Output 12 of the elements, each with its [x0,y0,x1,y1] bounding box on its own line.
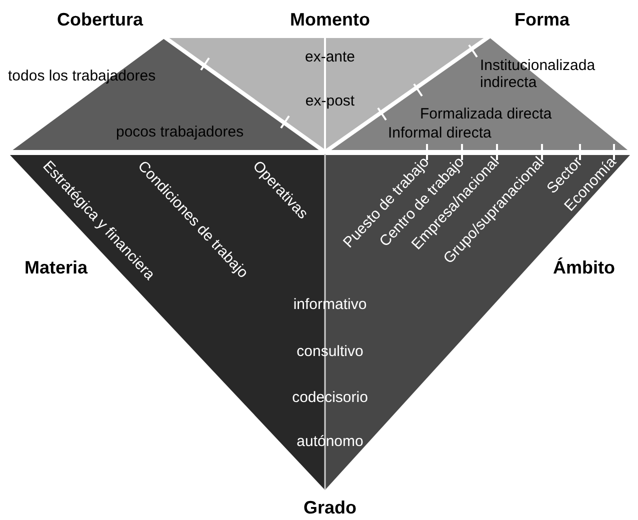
section-heading: Grado [304,496,356,520]
section-heading: Cobertura [57,8,143,32]
section-heading: Forma [514,8,570,32]
section-heading: Ámbito [553,256,615,280]
axis-label: ex-ante [304,48,356,66]
section-heading: Materia [24,256,88,280]
axis-label: ex-post [305,92,355,110]
axis-label: Informal directa [388,124,492,142]
section-heading: Momento [290,8,370,32]
axis-label: Formalizada directa [420,106,552,122]
axis-label: pocos trabajadores [116,124,244,140]
axis-label: Institucionalizada indirecta [480,57,596,91]
